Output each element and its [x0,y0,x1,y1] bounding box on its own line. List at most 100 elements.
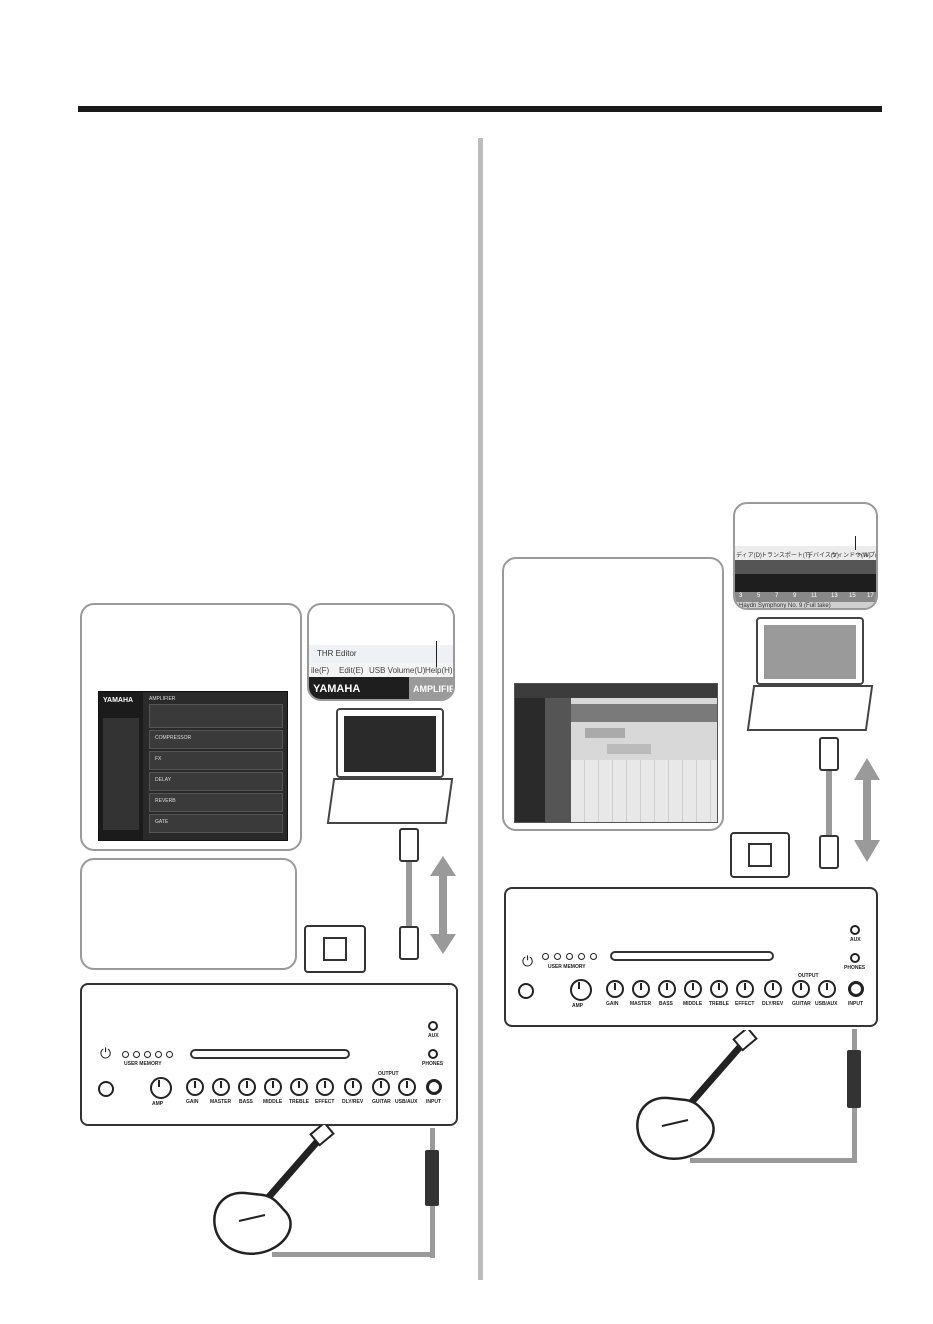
usb-cable-right [826,771,832,835]
knob-amp[interactable] [150,1077,172,1099]
label-dly-rev: DLY/REV [342,1099,364,1105]
knob-gain-right[interactable] [606,980,624,998]
aux-jack[interactable] [428,1021,438,1031]
column-divider [478,138,483,1280]
ruler-7: 7 [775,593,779,599]
daw-menu-transport[interactable]: トランスポート(T) [761,553,811,559]
panel-reverb[interactable]: REVERB [149,793,283,812]
menu-zoom-callout: THR Editor ile(F) Edit(E) USB Volume(U) … [307,603,455,701]
amp-right-display-slot [610,951,774,961]
panel-gate[interactable]: GATE [149,814,283,833]
memory-led-right-3[interactable] [566,953,573,960]
input-jack-right[interactable] [848,981,864,997]
ruler-5: 5 [757,593,761,599]
daw-track-list [545,698,571,822]
daw-menu-window[interactable]: ウィンドウ(W) [831,553,871,559]
laptop-left [326,708,454,826]
label-dly-rev-right: DLY/REV [762,1001,784,1007]
input-jack[interactable] [426,1079,442,1095]
ruler-3: 3 [739,593,743,599]
daw-midi-region-1[interactable] [585,728,625,738]
daw-help-pointer-line [855,536,856,550]
label-middle: MIDDLE [263,1099,283,1105]
knob-treble-right[interactable] [710,980,728,998]
power-icon[interactable]: ⏻ [100,1045,112,1061]
knob-guitar-right[interactable] [792,980,810,998]
amplifier-tab[interactable]: AMPLIFIE [409,677,453,699]
memory-led-5[interactable] [166,1051,173,1058]
editor-sidebar: YAMAHA [99,692,143,840]
usb-port-zoom-left [304,925,366,973]
memory-led-4[interactable] [155,1051,162,1058]
knob-middle[interactable] [264,1078,282,1096]
panel-compressor[interactable]: COMPRESSOR [149,730,283,749]
output-label: OUTPUT [378,1071,399,1077]
guitar-cable-left-horizontal [272,1252,434,1257]
memory-led-right-2[interactable] [554,953,561,960]
power-icon-right[interactable]: ⏻ [522,953,534,969]
help-pointer-line [436,641,437,667]
daw-midi-region-2[interactable] [607,744,651,754]
section-fx: FX [155,756,162,762]
memory-led-3[interactable] [144,1051,151,1058]
memory-led-right-4[interactable] [578,953,585,960]
ruler-15: 15 [849,593,856,599]
knob-amp-right[interactable] [570,979,592,1001]
phones-label: PHONES [422,1061,444,1067]
knob-usb-aux-right[interactable] [818,980,836,998]
phones-jack[interactable] [428,1049,438,1059]
input-label-right: INPUT [848,1001,863,1007]
knob-usb-aux[interactable] [398,1078,416,1096]
memory-led-2[interactable] [133,1051,140,1058]
label-treble-right: TREBLE [709,1001,729,1007]
daw-menu-media[interactable]: ディア(D) [736,553,762,559]
panel-delay[interactable]: DELAY [149,772,283,791]
daw-menu-help[interactable]: ヘルプ(H) [857,553,877,559]
knob-master-right[interactable] [632,980,650,998]
menu-usb-volume[interactable]: USB Volume(U) [369,666,426,675]
user-memory-label: USER MEMORY [124,1061,162,1067]
daw-screenshot [514,683,718,823]
memory-led-right-5[interactable] [590,953,597,960]
aux-jack-right[interactable] [850,925,860,935]
knob-middle-right[interactable] [684,980,702,998]
laptop-keyboard [326,778,454,824]
usb-plug-right-top [819,737,839,771]
knob-dly-rev[interactable] [344,1078,362,1096]
laptop-right-keyboard [746,685,874,731]
guitar-right-icon [636,1030,758,1160]
knob-bass-right[interactable] [658,980,676,998]
memory-led-1[interactable] [122,1051,129,1058]
knob-master[interactable] [212,1078,230,1096]
amp-left: ⏻ USER MEMORY AMP GAIN MASTER BASS MIDDL… [80,983,458,1126]
daw-zoom-toolbar [735,574,876,592]
knob-treble[interactable] [290,1078,308,1096]
label-effect: EFFECT [315,1099,335,1105]
usb-plug-left-top [399,828,419,862]
knob-effect-right[interactable] [736,980,754,998]
memory-led-right-1[interactable] [542,953,549,960]
daw-audio-region[interactable] [571,704,717,722]
label-master: MASTER [210,1099,232,1105]
guitar-left-icon [213,1125,335,1255]
usb-b-socket-icon [323,937,347,961]
knob-bass[interactable] [238,1078,256,1096]
double-arrow-left-icon [430,856,456,954]
daw-menu-devices[interactable]: デバイス(V) [807,553,839,559]
amp-right: ⏻ USER MEMORY AMP GAIN MASTER BASS MIDDL… [504,887,878,1027]
amplifier-panel[interactable] [149,704,283,728]
guitar-plug-left [425,1150,439,1206]
knob-effect[interactable] [316,1078,334,1096]
menu-edit[interactable]: Edit(E) [339,666,364,675]
patch-list[interactable] [103,718,139,830]
laptop-right-display [764,625,856,679]
phones-jack-right[interactable] [850,953,860,963]
usb-plug-left-bottom [399,926,419,960]
menu-file[interactable]: ile(F) [311,666,330,675]
knob-dly-rev-right[interactable] [764,980,782,998]
label-usb-aux-right: USB/AUX [815,1001,838,1007]
knob-guitar[interactable] [372,1078,390,1096]
menu-help[interactable]: Help(H) [425,666,453,675]
knob-gain[interactable] [186,1078,204,1096]
panel-fx[interactable]: FX [149,751,283,770]
